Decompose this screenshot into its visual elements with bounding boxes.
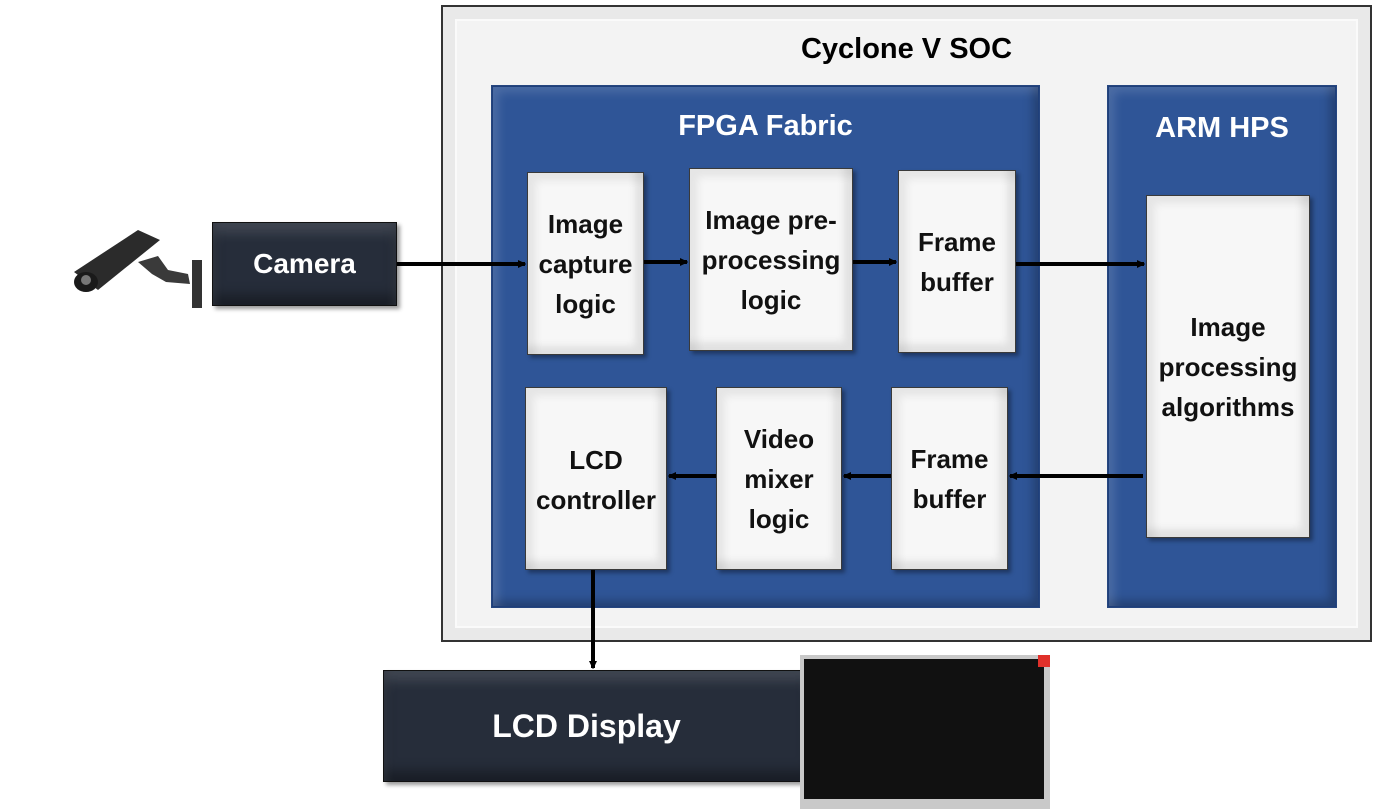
camera-block: Camera bbox=[212, 222, 397, 306]
lcd-screen-icon bbox=[800, 655, 1050, 809]
soc-title: Cyclone V SOC bbox=[800, 33, 1013, 65]
fpga-title: FPGA Fabric bbox=[678, 110, 853, 142]
frame-buffer-in-block: Frame buffer bbox=[898, 170, 1016, 353]
frame-buffer-out-block: Frame buffer bbox=[891, 387, 1008, 570]
hps-title: ARM HPS bbox=[1155, 112, 1289, 144]
lcd-controller-block: LCD controller bbox=[525, 387, 667, 570]
preprocessing-block: Image pre-processing logic bbox=[689, 168, 853, 351]
camera-icon bbox=[74, 230, 202, 308]
video-mixer-block: Video mixer logic bbox=[716, 387, 842, 570]
image-processing-block: Image processing algorithms bbox=[1146, 195, 1310, 538]
image-capture-block: Image capture logic bbox=[527, 172, 644, 355]
lcd-display-block: LCD Display bbox=[383, 670, 810, 782]
